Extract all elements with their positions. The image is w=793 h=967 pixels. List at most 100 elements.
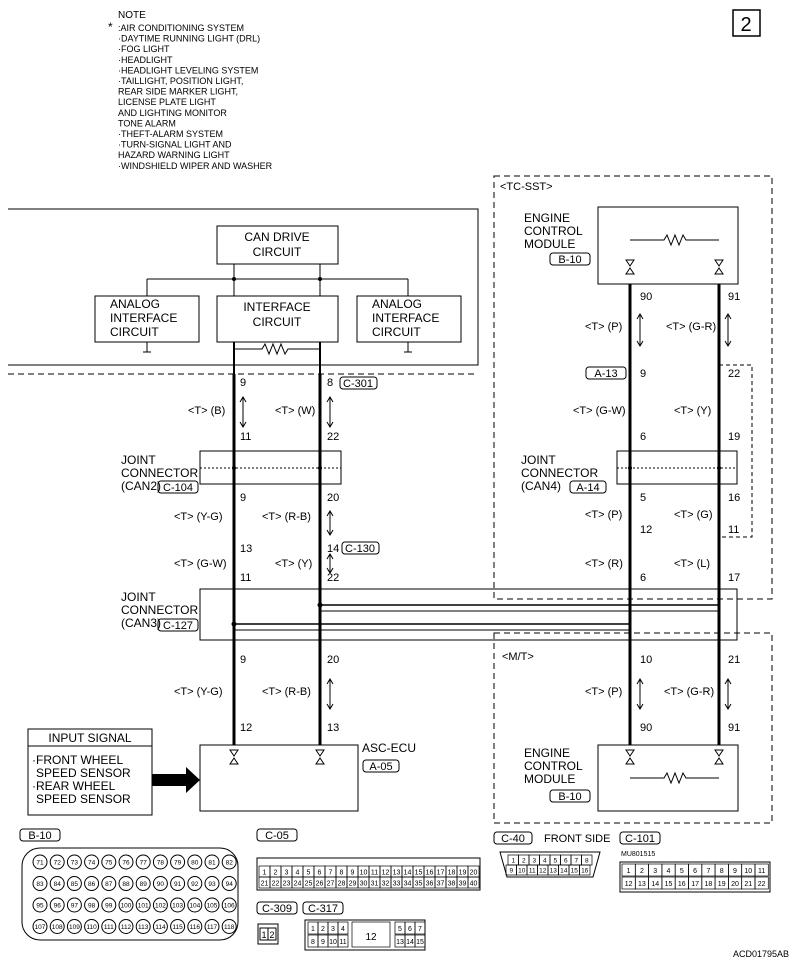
pin-socket xyxy=(32,897,48,913)
pin-cell xyxy=(754,863,769,877)
pin-number: 8 xyxy=(585,858,589,865)
svg-text:1: 1 xyxy=(261,930,266,940)
pin-number: 115 xyxy=(172,924,183,931)
svg-text:(CAN4): (CAN4) xyxy=(521,479,561,493)
pin-socket xyxy=(135,897,151,913)
input-signal-box: INPUT SIGNAL ·FRONT WHEEL SPEED SENSOR ·… xyxy=(27,728,200,816)
mt-label: <M/T> xyxy=(502,651,534,663)
pin-number: 14 xyxy=(651,881,659,888)
svg-text:21: 21 xyxy=(728,654,740,666)
pin-number: 107 xyxy=(35,924,46,931)
pin-number: 16 xyxy=(678,881,686,888)
pin-number: 81 xyxy=(208,860,216,867)
pin-number: 7 xyxy=(706,868,710,875)
pin-number: 97 xyxy=(71,903,79,910)
analog-interface-right: ANALOG INTERFACE CIRCUIT xyxy=(356,295,462,343)
svg-text:<T> (G-W): <T> (G-W) xyxy=(573,405,626,417)
svg-text:10: 10 xyxy=(640,654,652,666)
note-item: ·THEFT-ALARM SYSTEM xyxy=(118,129,223,139)
page-number-box: 2 xyxy=(732,9,761,37)
svg-text:20: 20 xyxy=(327,654,339,666)
svg-text:13: 13 xyxy=(327,722,339,734)
pin-number: 32 xyxy=(382,881,390,888)
pin-number: 95 xyxy=(36,903,44,910)
pin-number: 84 xyxy=(54,881,62,888)
pin-number: 105 xyxy=(207,903,218,910)
pin-number: 83 xyxy=(36,881,44,888)
svg-text:<T> (W): <T> (W) xyxy=(275,405,315,417)
pin-number: 101 xyxy=(138,903,149,910)
pin-number: 76 xyxy=(122,860,130,867)
note-item: :AIR CONDITIONING SYSTEM xyxy=(118,23,244,33)
pin-socket xyxy=(84,919,100,934)
svg-text:C-317: C-317 xyxy=(308,903,338,915)
pin-number: 29 xyxy=(349,881,357,888)
pin-socket xyxy=(135,876,151,891)
pin-socket xyxy=(170,897,186,913)
pin-number: 82 xyxy=(226,860,234,867)
svg-text:JOINT: JOINT xyxy=(521,453,556,467)
pin-number: 22 xyxy=(272,881,280,888)
pin-socket xyxy=(221,919,237,934)
svg-text:INTERFACE: INTERFACE xyxy=(110,311,177,325)
note-item: ·TAILLIGHT, POSITION LIGHT, xyxy=(118,76,243,86)
svg-text:B-10: B-10 xyxy=(558,791,581,803)
svg-text:22: 22 xyxy=(327,572,339,584)
svg-text:JOINT: JOINT xyxy=(121,590,156,604)
svg-text:CIRCUIT: CIRCUIT xyxy=(253,315,302,329)
pin-number: 9 xyxy=(733,868,737,875)
svg-text:INTERFACE: INTERFACE xyxy=(243,300,310,314)
svg-text:<T> (R): <T> (R) xyxy=(585,558,623,570)
pin-number: 6 xyxy=(693,868,697,875)
pin-number: 11 xyxy=(339,939,346,946)
svg-text:<T> (G-W): <T> (G-W) xyxy=(174,558,227,570)
pin-socket xyxy=(170,854,186,870)
svg-text:90: 90 xyxy=(640,291,652,303)
pin-number: 2 xyxy=(321,926,325,933)
pin-number: 3 xyxy=(331,926,335,933)
pin-number: 12 xyxy=(625,881,633,888)
svg-text:<T> (P): <T> (P) xyxy=(585,686,622,698)
svg-text:9: 9 xyxy=(640,368,646,380)
note-item: REAR SIDE MARKER LIGHT, xyxy=(118,87,238,97)
pin-number: 2 xyxy=(640,868,644,875)
svg-text:ANALOG: ANALOG xyxy=(372,297,422,311)
svg-text:ASC-ECU: ASC-ECU xyxy=(362,741,416,755)
pin-socket xyxy=(187,854,203,870)
pin-socket xyxy=(84,854,100,870)
pin-number: 15 xyxy=(416,939,424,946)
pin-number: 18 xyxy=(448,870,456,877)
pin-number: 102 xyxy=(155,903,166,910)
pin-number: 12 xyxy=(382,870,390,877)
pin-socket xyxy=(118,897,134,913)
pin-number: 6 xyxy=(408,926,412,933)
svg-text:12: 12 xyxy=(640,524,652,536)
pin-number: 4 xyxy=(543,858,547,865)
pin-number: 20 xyxy=(470,870,478,877)
pin-number: 3 xyxy=(653,868,657,875)
pin-socket xyxy=(204,876,220,891)
pin-number: 19 xyxy=(718,881,726,888)
note-block: NOTE * :AIR CONDITIONING SYSTEM·DAYTIME … xyxy=(108,10,273,171)
svg-text:22: 22 xyxy=(728,368,740,380)
pin-number: 118 xyxy=(224,924,235,931)
svg-text:CONTROL: CONTROL xyxy=(524,224,583,238)
pin-number: 3 xyxy=(285,870,289,877)
pin-socket xyxy=(101,876,117,891)
connector-c309: C-309 1 2 xyxy=(256,901,298,945)
pin-number: 88 xyxy=(122,881,130,888)
svg-text:19: 19 xyxy=(728,431,740,443)
pin-number: 89 xyxy=(140,881,148,888)
svg-text:<T> (Y): <T> (Y) xyxy=(275,558,312,570)
svg-text:CONNECTOR: CONNECTOR xyxy=(121,466,198,480)
pin-socket xyxy=(84,876,100,891)
svg-text:11: 11 xyxy=(240,431,251,443)
svg-text:13: 13 xyxy=(240,543,252,555)
note-item: ·HEADLIGHT LEVELING SYSTEM xyxy=(118,65,258,75)
svg-text:ENGINE: ENGINE xyxy=(524,746,570,760)
pin-number: 10 xyxy=(518,868,526,875)
svg-text:91: 91 xyxy=(728,291,740,303)
pin-number: 39 xyxy=(459,881,467,888)
